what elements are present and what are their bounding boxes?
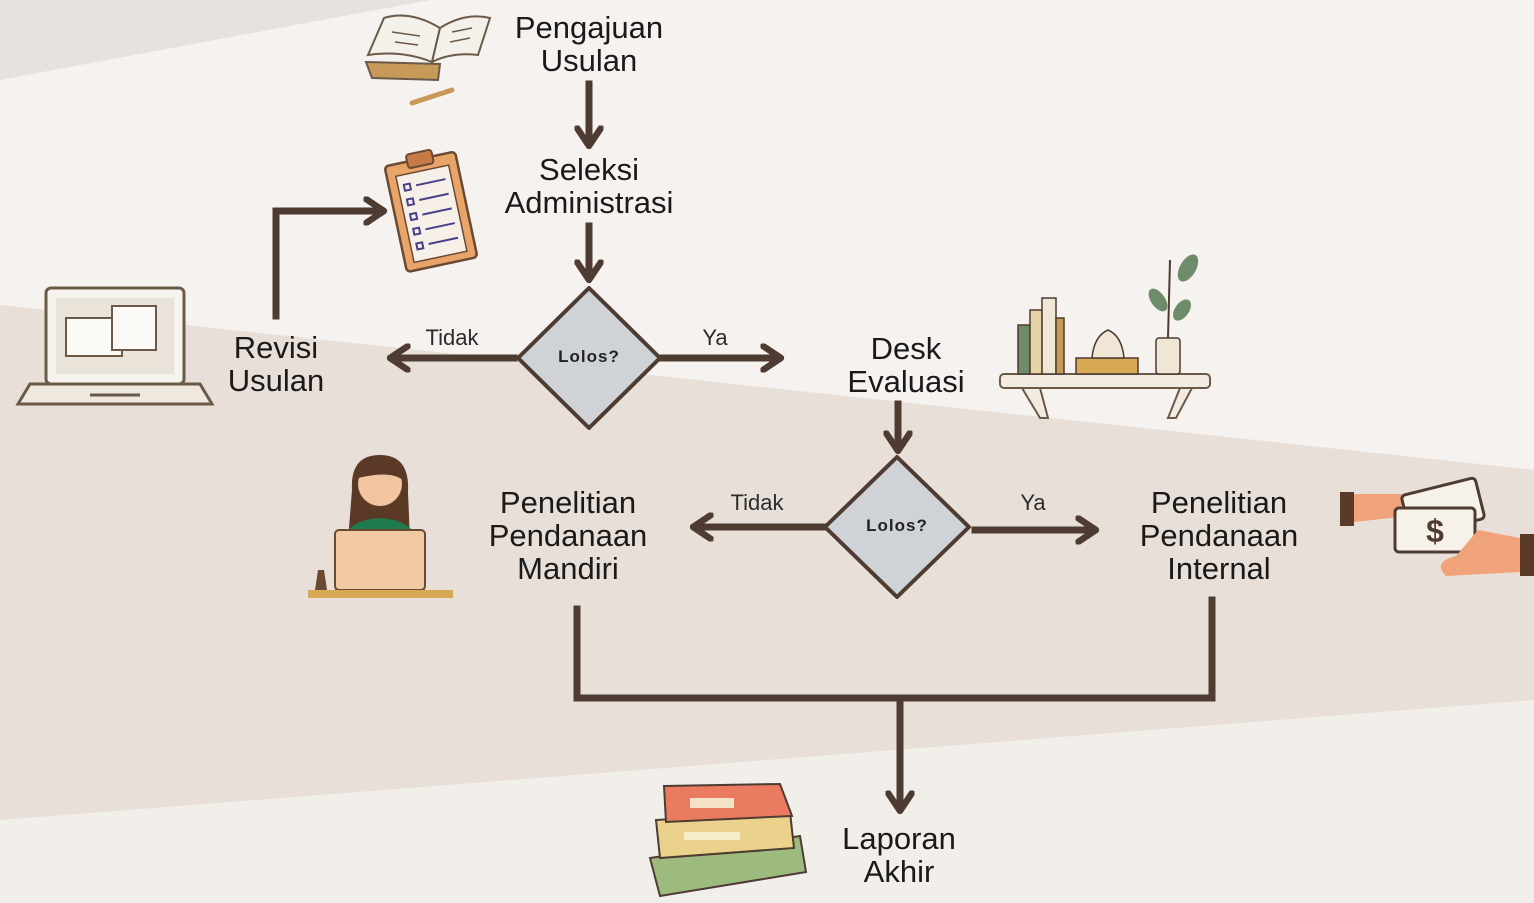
- edge-label-first-yes: Ya: [702, 325, 728, 350]
- decision-diamond-2: [823, 455, 971, 599]
- svg-text:$: $: [1426, 513, 1444, 549]
- node-mandiri-line1: Penelitian: [499, 485, 637, 520]
- node-revisi-line1: Revisi: [233, 330, 319, 365]
- decision-label-1: Lolos?: [558, 347, 620, 366]
- node-penelitian-internal: Penelitian Pendanaan Internal: [1140, 486, 1299, 585]
- open-book-icon: [364, 14, 492, 106]
- node-desk-line1: Desk: [870, 331, 942, 366]
- merge-line: [573, 596, 1216, 702]
- bookshelf-plant-icon: [999, 254, 1211, 419]
- node-mandiri-line2: Pendanaan: [488, 518, 648, 553]
- node-pengajuan-line1: Pengajuan: [514, 10, 664, 45]
- node-pengajuan-usulan: Pengajuan Usulan: [515, 11, 663, 77]
- node-penelitian-mandiri: Penelitian Pendanaan Mandiri: [489, 486, 648, 585]
- node-revisi-usulan: Revisi Usulan: [228, 331, 325, 397]
- node-internal-line1: Penelitian: [1150, 485, 1288, 520]
- background-top-band: [0, 0, 430, 80]
- edge-label-first-no: Tidak: [425, 325, 479, 350]
- node-laporan-line1: Laporan: [842, 821, 956, 856]
- edge-label-second-no: Tidak: [730, 490, 784, 515]
- money-handover-icon: $: [1340, 476, 1534, 576]
- node-revisi-line2: Usulan: [227, 363, 325, 398]
- node-desk-line2: Evaluasi: [847, 364, 965, 399]
- node-seleksi-administrasi: Seleksi Administrasi: [505, 153, 674, 219]
- decision-diamond-1: [516, 286, 662, 430]
- node-desk-evaluasi: Desk Evaluasi: [847, 332, 964, 398]
- node-seleksi-line1: Seleksi: [539, 152, 639, 187]
- node-internal-line3: Internal: [1167, 551, 1271, 586]
- connectors: [272, 80, 1216, 808]
- node-laporan-akhir: Laporan Akhir: [842, 822, 956, 888]
- node-seleksi-line2: Administrasi: [504, 185, 674, 220]
- node-pengajuan-line2: Usulan: [540, 43, 638, 78]
- edge-label-second-yes: Ya: [1020, 490, 1046, 515]
- decision-label-2: Lolos?: [866, 516, 928, 535]
- laptop-icon: [15, 286, 215, 406]
- background-light-band: [0, 0, 1534, 470]
- node-internal-line2: Pendanaan: [1139, 518, 1299, 553]
- node-laporan-line2: Akhir: [863, 854, 935, 889]
- book-stack-icon: [648, 782, 808, 898]
- clipboard-checklist-icon: [384, 148, 478, 273]
- arrow-revisi-to-seleksi: [272, 211, 381, 320]
- woman-laptop-icon: [308, 455, 453, 598]
- node-mandiri-line3: Mandiri: [517, 551, 619, 586]
